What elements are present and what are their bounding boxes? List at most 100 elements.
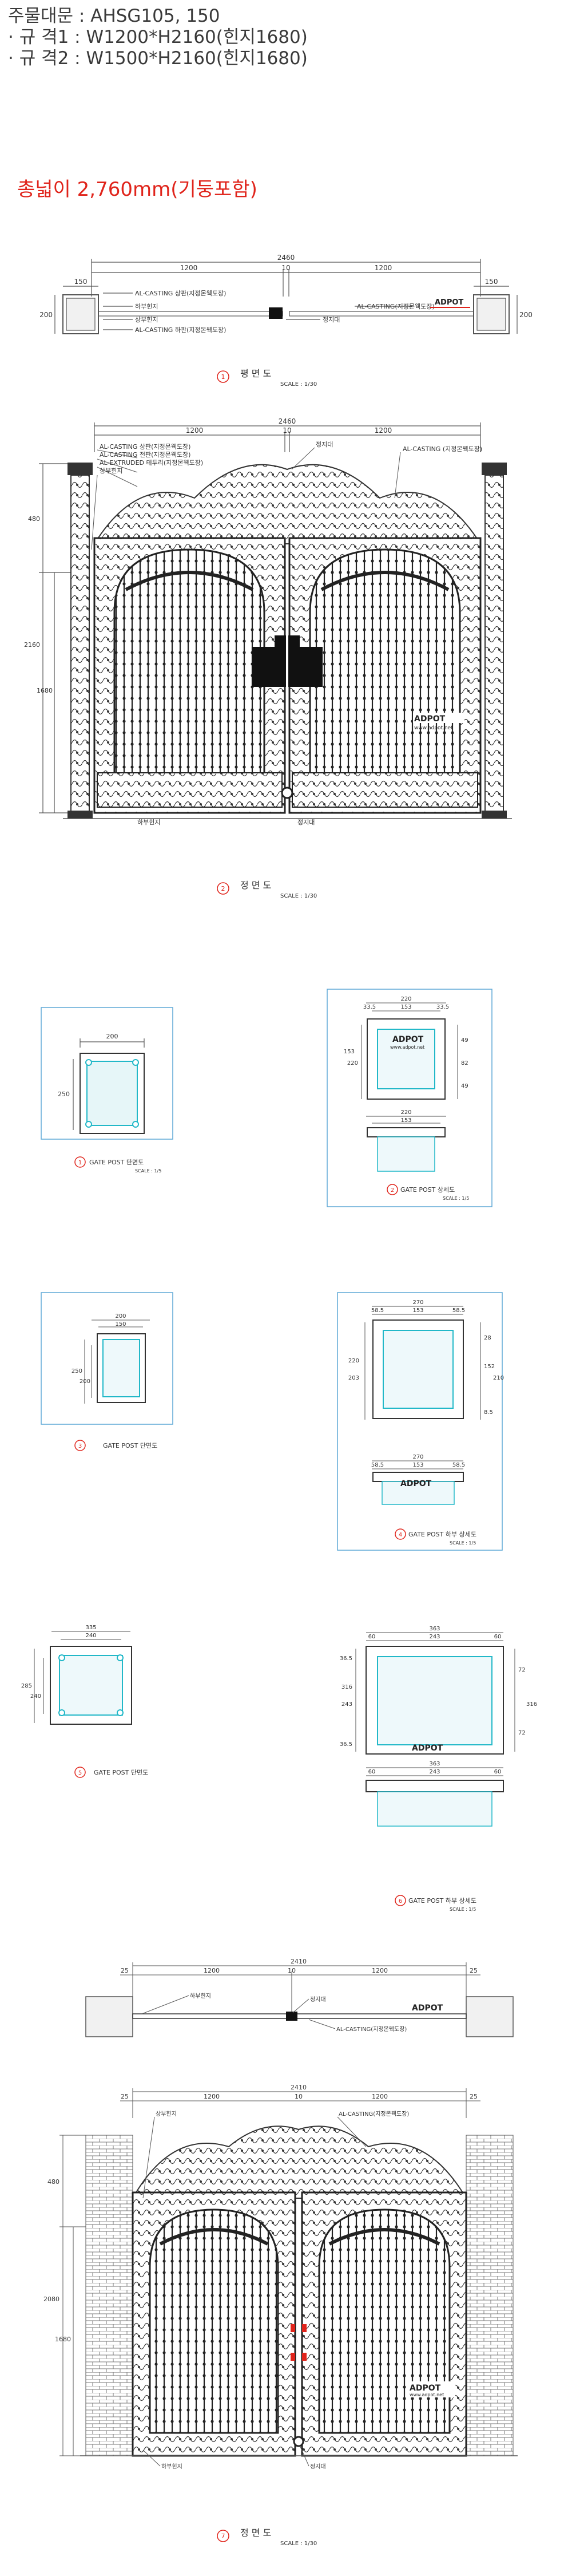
post3-det-h-d: 72 (518, 1730, 526, 1736)
post2-sec-h2: 200 (80, 1378, 90, 1385)
gate-crown (93, 464, 482, 544)
post1-det-w: 220 (400, 996, 411, 1002)
spec-line-2: · 규 격2 : W1500*H2160(힌지1680) (8, 48, 308, 69)
gate-post-detail-3: 335 240 285 240 5 GATE POST 단면도 363 60 2… (21, 1625, 537, 1912)
red-accent-marks (291, 2324, 307, 2361)
adpot-logo-3: ADPOT www.adpot.net (390, 1035, 424, 1050)
post2-det-h: 220 (348, 1358, 359, 1364)
svg-text:3: 3 (78, 1443, 82, 1449)
svg-text:1: 1 (221, 373, 225, 381)
center-lock-left (252, 635, 286, 687)
plan2-e1: 25 (121, 1967, 129, 1974)
gate-post-detail-2: 200 150 250 200 3 GATE POST 단면도 270 58.5… (41, 1292, 504, 1551)
post2-det-bottom-l: 58.5 (371, 1462, 384, 1468)
elev2-label-upper-hinge: 상부힌지 (156, 2111, 177, 2117)
post2-det-bottom-r: 58.5 (452, 1462, 465, 1468)
total-width-note: 총넓이 2,760mm(기둥포함) (17, 178, 257, 201)
plan1-scale: SCALE : 1/30 (280, 381, 317, 388)
gate-leaf-right-2 (301, 2191, 467, 2457)
plan-view-1: 2460 1200 10 1200 150 150 200 200 AL-CAS… (39, 254, 533, 388)
svg-text:7: 7 (221, 2532, 225, 2540)
adpot-logo-5: ADPOT (412, 1744, 443, 1753)
plan1-post-h-r: 200 (519, 311, 533, 319)
post3-sec-w2: 240 (85, 1633, 96, 1639)
elev1-label-lower-hinge: 하부힌지 (137, 818, 160, 826)
post3-det-inner: 243 (429, 1634, 440, 1640)
post1-det-r: 33.5 (436, 1004, 449, 1010)
elev1-label-stop-bottom: 정지대 (297, 819, 315, 826)
post1-sec-caption: GATE POST 단면도 (89, 1159, 144, 1166)
elev2-e1: 25 (121, 2093, 129, 2100)
post1-det-h-c: 49 (461, 1083, 468, 1089)
post2-det-inner: 153 (412, 1307, 423, 1314)
elev2-h-total: 2080 (43, 2296, 59, 2303)
post3-det-h-a: 36.5 (340, 1656, 352, 1662)
post2-det-scale: SCALE : 1/5 (450, 1540, 476, 1546)
elev1-label-top: AL-CASTING 상판(지정몬웩도장) (100, 443, 190, 451)
plan1-label-casting: AL-CASTING(지정몬웩도장) (357, 303, 435, 310)
post3-sec-caption: GATE POST 단면도 (94, 1769, 148, 1776)
svg-text:ADPOT: ADPOT (392, 1035, 424, 1044)
post1-det-l: 33.5 (363, 1004, 376, 1010)
post1-det-inner-w: 153 (400, 1004, 411, 1010)
plan1-right-dim: 1200 (375, 264, 392, 272)
post3-sec-h: 285 (21, 1683, 32, 1689)
post2-det-r: 58.5 (452, 1307, 465, 1314)
svg-text:ADPOT: ADPOT (410, 2384, 441, 2393)
elev2-h-hinge: 1680 (55, 2336, 71, 2343)
elev1-label-stop: 정지대 (316, 441, 333, 448)
wall-right (466, 1996, 514, 2037)
post3-det-bottom-l: 60 (368, 1769, 376, 1775)
elev2-title: 정 면 도 (240, 2527, 271, 2538)
post2-det-h-c: 210 (493, 1375, 504, 1381)
plan1-post-w: 150 (74, 278, 88, 286)
brick-wall-left (85, 2135, 133, 2456)
post3-det-h: 316 (341, 1684, 352, 1690)
elev1-scale: SCALE : 1/30 (280, 893, 317, 899)
post2-sec-caption: GATE POST 단면도 (103, 1442, 157, 1449)
plan2-right: 1200 (372, 1967, 388, 1974)
plan1-post-w-r: 150 (485, 278, 498, 286)
model-line: 주물대문 : AHSG105, 150 (8, 6, 220, 26)
post2-det-bottom-w: 270 (412, 1454, 423, 1460)
gate-leaf-left-2 (132, 2191, 296, 2457)
post3-det-h-e: 316 (526, 1701, 537, 1708)
svg-text:ADPOT: ADPOT (400, 1479, 432, 1488)
svg-text:www.adpot.net: www.adpot.net (414, 725, 453, 731)
post3-det-caption: GATE POST 하부 상세도 (408, 1897, 476, 1905)
logo-text: ADPOT (435, 298, 463, 307)
svg-text:4: 4 (399, 1532, 402, 1538)
svg-text:www.adpot.net: www.adpot.net (410, 2392, 444, 2397)
plan1-label-lower-hinge: 하부힌지 (135, 302, 158, 310)
elev1-label-frame: AL-EXTRUDED 테두리(지정몬웩도장) (100, 459, 203, 467)
front-elevation-1: 2460 1200 10 1200 480 1680 2160 (24, 418, 512, 899)
elev2-label-stop: 정지대 (310, 2463, 326, 2470)
elev1-total-dim: 2460 (279, 418, 296, 425)
post1-det-scale: SCALE : 1/5 (443, 1196, 469, 1201)
plan1-label-upper-hinge: 상부힌지 (135, 316, 158, 323)
svg-text:www.adpot.net: www.adpot.net (390, 1045, 424, 1050)
plan1-total-dim: 2460 (277, 254, 295, 262)
post3-sec-h2: 240 (30, 1693, 41, 1700)
post3-det-h-b: 36.5 (340, 1741, 352, 1748)
svg-text:2: 2 (391, 1187, 394, 1194)
adpot-logo-4: ADPOT (400, 1479, 432, 1488)
post1-sec-w: 200 (106, 1033, 118, 1040)
plan-view-2: 2410 25 1200 10 1200 25 하부힌지 정지대 AL-CAST… (85, 1958, 514, 2037)
post3-det-bottom-inner: 243 (429, 1769, 440, 1775)
post1-det-h-a: 49 (461, 1037, 468, 1044)
adpot-logo: ADPOT (430, 298, 470, 308)
elev1-label-casting: AL-CASTING (지정몬웩도장) (403, 445, 482, 453)
elev1-label-upper-hinge: 상부힌지 (100, 467, 122, 475)
spec-header: 주물대문 : AHSG105, 150 · 규 격1 : W1200*H2160… (8, 6, 308, 69)
adpot-logo-6: ADPOT (412, 2004, 443, 2013)
post3-det-bottom-r: 60 (494, 1769, 502, 1775)
plan2-label-casting: AL-CASTING(지정몬웩도장) (336, 2026, 407, 2033)
post3-det-bottom-w: 363 (429, 1761, 440, 1767)
plan1-mid-dim: 10 (281, 264, 290, 272)
gate-leaf-right (288, 537, 482, 814)
plan1-title: 평 면 도 (240, 368, 271, 379)
post1-sec-scale: SCALE : 1/5 (135, 1168, 161, 1174)
post2-det-h-inner: 203 (348, 1375, 359, 1381)
post2-sec-w: 200 (115, 1313, 126, 1319)
